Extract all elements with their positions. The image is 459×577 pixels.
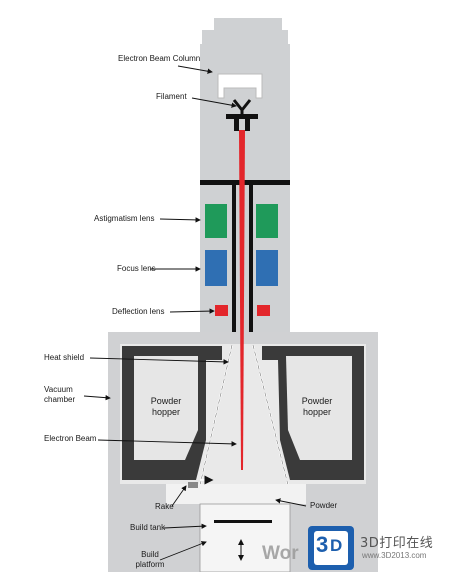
astigmatism-lens-left xyxy=(205,204,227,238)
watermark-url: www.3D2013.com xyxy=(362,551,427,560)
watermark-logo-3: 3 xyxy=(316,532,329,557)
powder-hopper-left-inner xyxy=(134,356,198,460)
label-powder-hopper-left: Powder hopper xyxy=(150,396,182,417)
label-build-platform: Build platform xyxy=(135,550,165,569)
leader-lines xyxy=(83,65,307,561)
inner-tube-left xyxy=(232,185,236,345)
build-platform-bar xyxy=(214,520,272,523)
label-focus-lens: Focus lens xyxy=(117,264,156,273)
astigmatism-lens-right xyxy=(256,204,278,238)
electron-beam xyxy=(239,130,245,470)
watermark-wor: Wor xyxy=(262,543,299,564)
focus-lens-right xyxy=(256,250,278,286)
label-astigmatism-lens: Astigmatism lens xyxy=(94,214,155,223)
powder-bed xyxy=(166,484,306,504)
label-rake: Rake xyxy=(155,502,174,511)
watermark-logo-d: D xyxy=(330,536,343,555)
label-filament: Filament xyxy=(156,92,187,101)
label-electron-beam-column: Electron Beam Column xyxy=(118,54,201,63)
column-aperture-bar xyxy=(200,180,290,185)
label-deflection-lens: Deflection lens xyxy=(112,307,165,316)
label-build-tank: Build tank xyxy=(130,523,166,532)
rake xyxy=(188,482,198,488)
powder-hopper-right-inner xyxy=(286,356,352,460)
label-vacuum-chamber: Vacuum chamber xyxy=(44,385,76,404)
deflection-lens-right xyxy=(257,305,270,316)
inner-tube-right xyxy=(249,185,253,345)
label-electron-beam: Electron Beam xyxy=(44,434,97,443)
build-tank xyxy=(199,503,291,573)
column-top-cap xyxy=(202,18,288,44)
deflection-lens-left xyxy=(215,305,228,316)
label-powder: Powder xyxy=(310,501,338,510)
filament-housing xyxy=(217,73,263,99)
filament xyxy=(226,99,258,131)
watermark-cn-text: 3D打印在线 xyxy=(360,536,434,551)
label-heat-shield: Heat shield xyxy=(44,353,85,362)
focus-lens-left xyxy=(205,250,227,286)
label-powder-hopper-right: Powder hopper xyxy=(301,396,333,417)
